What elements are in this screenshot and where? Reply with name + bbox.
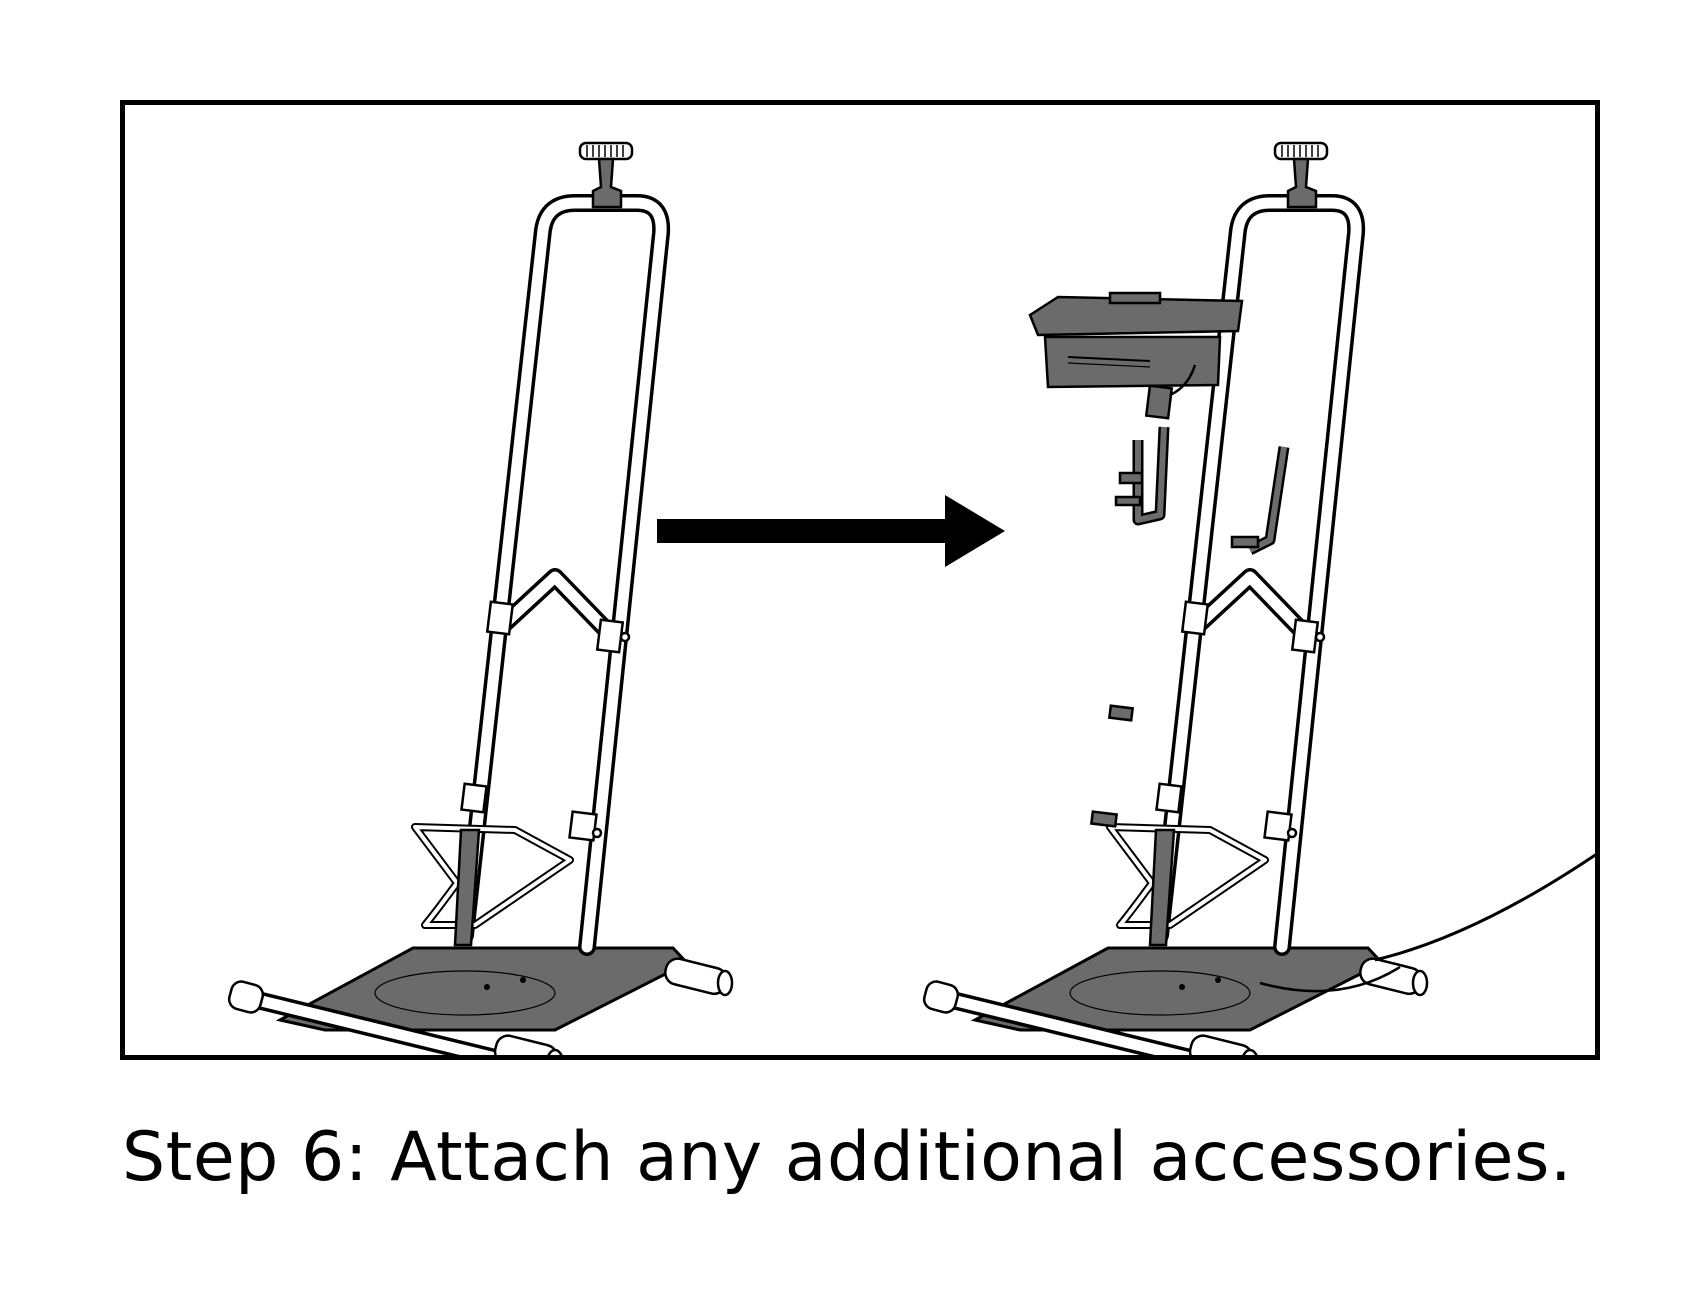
step-caption: Step 6: Attach any additional accessorie… <box>122 1118 1573 1197</box>
arrow-right-icon <box>657 495 1005 567</box>
stand-after <box>922 143 1595 1060</box>
illustration-frame: .tube-o { stroke: #000; stroke-width: 18… <box>120 100 1600 1060</box>
stand-before <box>227 143 732 1060</box>
clip-bracket <box>1089 364 1197 828</box>
assembly-illustration: .tube-o { stroke: #000; stroke-width: 18… <box>125 105 1595 1060</box>
top-shelf-tray <box>1028 291 1244 389</box>
side-hooks <box>1114 426 1290 555</box>
